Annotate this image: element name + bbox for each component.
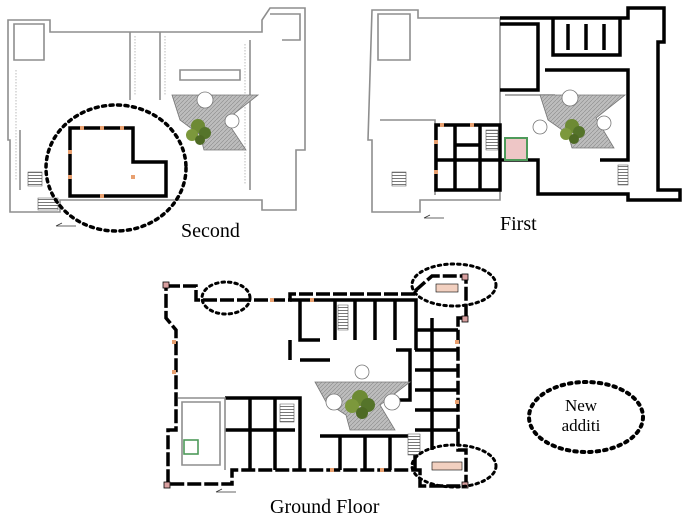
ground-north-arrow (215, 488, 236, 493)
first-floor-title: First (500, 213, 537, 235)
first-fountain-left (561, 89, 579, 107)
legend-label: New additi (561, 396, 601, 435)
first-fountain-right (532, 119, 548, 135)
ground-stairs-right (407, 433, 421, 456)
second-floor-title: Second (181, 220, 240, 242)
ground-existing-walls (178, 397, 226, 470)
second-new-addition-walls (68, 126, 168, 198)
second-floor-plan (7, 7, 306, 233)
first-stairs (485, 129, 499, 151)
ground-floor-plan (162, 262, 498, 493)
second-new-addition-marker (44, 103, 188, 233)
second-stairs-lower (37, 197, 59, 211)
ground-green-stair (183, 439, 199, 455)
first-north-arrow (423, 214, 444, 219)
ground-tree-icon (345, 390, 375, 419)
ground-fountain-top (354, 364, 370, 380)
ground-new-addition-marker-top-left (200, 280, 252, 316)
second-tree-icon (186, 119, 211, 145)
ground-toilet-blocks (431, 283, 463, 471)
ground-new-addition-marker-top-right (410, 262, 498, 308)
second-stairs (27, 171, 43, 187)
ground-stairs-upper (337, 304, 349, 331)
ground-fountain-left (325, 393, 343, 411)
second-new-addition-openings (68, 126, 135, 198)
ground-openings (172, 298, 459, 472)
ground-stairs-mid (279, 403, 295, 423)
second-fountain-right (224, 113, 240, 129)
ground-outer-walls (164, 274, 468, 488)
first-openings (434, 123, 474, 174)
first-green-stair-core (504, 137, 528, 161)
second-wall-details (15, 36, 246, 185)
first-fountain-lower (596, 115, 612, 131)
ground-floor-title: Ground Floor (270, 496, 380, 518)
legend-new-addition-symbol (527, 380, 645, 454)
first-stairs-left (391, 171, 407, 187)
second-fountain-left (196, 91, 214, 109)
first-new-walls (434, 6, 682, 202)
ground-new-addition-marker-bottom-right (410, 443, 498, 489)
second-existing-walls (7, 7, 306, 213)
ground-fountain-right (383, 393, 401, 411)
first-floor-plan (367, 6, 682, 219)
first-courtyard (539, 94, 627, 149)
first-tree-icon (560, 119, 585, 144)
second-courtyard (171, 94, 260, 151)
ground-corner-piers (162, 273, 469, 489)
first-stairs-right (617, 164, 629, 186)
second-north-arrow (55, 222, 76, 227)
